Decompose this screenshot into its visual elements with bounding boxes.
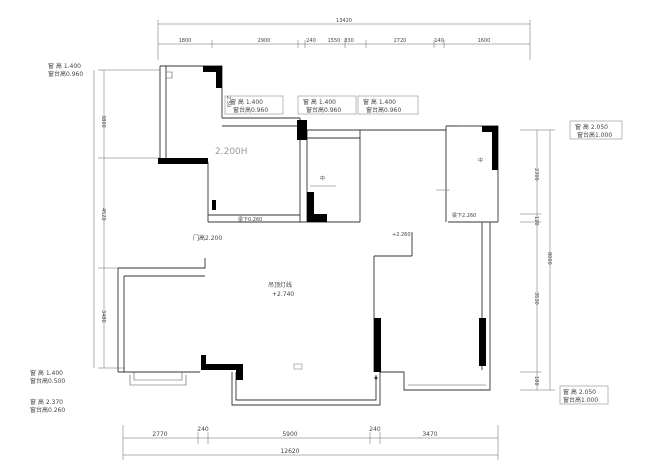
ceiling-height-label: 2.200H: [215, 147, 248, 157]
window-note-box: [297, 95, 357, 115]
top-dim-3: 240: [306, 38, 316, 44]
right-dim-3: 3530: [533, 292, 539, 305]
window-note-box: [224, 95, 284, 115]
bottom-dim-2: 240: [197, 426, 209, 433]
top-dim-2: 2900: [258, 38, 271, 44]
bottom-dim-4: 240: [369, 426, 381, 433]
left-dim-1: 3800: [100, 115, 106, 128]
beam-label: 梁下0.260: [238, 216, 262, 223]
window-note-height: 窗 高 1.400: [363, 98, 396, 106]
bottom-dim-1: 2770: [152, 431, 167, 438]
structural-columns: [158, 66, 498, 380]
top-dimension-lines: 13420 1800 2900 240 1550 830 2720 140 16…: [157, 18, 531, 60]
window-note-box: [357, 95, 419, 115]
window-note-height: 窗 高 1.400: [230, 98, 263, 106]
top-dim-6: 2720: [394, 38, 407, 44]
room-center-mark: 中: [320, 175, 325, 182]
window-note-height: 窗 高 2.050: [575, 123, 608, 131]
detail-marks: [310, 185, 450, 380]
window-note-height: 窗 高 1.400: [48, 62, 81, 70]
top-dim-1: 1800: [179, 38, 192, 44]
window-note-sill: 窗台高0.960: [306, 106, 341, 114]
door-height-label: 门高2.200: [193, 234, 222, 242]
left-dim-2: 4520: [100, 208, 106, 221]
floor-fixture: [293, 363, 303, 370]
left-dim-3: 3480: [100, 310, 106, 323]
top-dim-4: 1550: [328, 38, 341, 44]
right-dim-1: 2300: [533, 168, 539, 181]
living-level-label: +2.740: [272, 291, 294, 298]
window-note-sill: 窗台高1.000: [577, 131, 612, 139]
room-center-mark: 中: [478, 157, 483, 164]
living-room-label: 吊顶灯线: [268, 281, 292, 289]
top-dim-7: 140: [434, 38, 444, 44]
small-dim-label: 2.50: [225, 96, 231, 107]
window-note-sill: 窗台高0.960: [48, 70, 83, 78]
top-dim-8: 1600: [478, 38, 491, 44]
bottom-dimension-lines: 2770 240 5900 240 3470 12620: [122, 425, 499, 460]
right-dim-5: 180: [533, 376, 539, 386]
top-dim-5: 830: [344, 38, 354, 44]
top-overall-dimension: 13420: [336, 18, 352, 24]
walls: [117, 65, 499, 406]
beam-label: 梁下2.260: [452, 212, 476, 219]
window-notes: 窗 高 1.400 窗台高0.960 窗 高 1.400 窗台高0.960 窗 …: [30, 62, 623, 414]
window-note-sill: 窗台高0.500: [30, 377, 65, 385]
window-note-sill: 窗台高0.260: [30, 406, 65, 414]
right-dim-2: 120: [533, 216, 539, 226]
right-dimension-lines: 2300 120 3530 8000 180: [520, 129, 555, 391]
window-note-box: [569, 120, 623, 140]
window-note-sill: 窗台高1.000: [563, 396, 598, 404]
window-note-height: 窗 高 1.400: [30, 369, 63, 377]
bottom-dim-3: 5900: [282, 431, 297, 438]
beam-level-label: +2.260: [392, 232, 411, 238]
window-note-box: [559, 385, 609, 405]
window-note-sill: 窗台高0.960: [233, 106, 268, 114]
bottom-overall-dimension: 12620: [280, 448, 299, 455]
window-note-sill: 窗台高0.960: [366, 106, 401, 114]
room-labels: 2.200H 吊顶灯线 +2.740 门高2.200 梁下0.260 +2.26…: [193, 96, 483, 298]
window-note-height: 窗 高 2.370: [30, 398, 63, 406]
window-note-height: 窗 高 2.050: [563, 388, 596, 396]
bottom-dim-5: 3470: [422, 431, 437, 438]
left-dimension-lines: 3800 4520 3480: [93, 69, 160, 369]
window-note-height: 窗 高 1.400: [303, 98, 336, 106]
right-dim-4: 8000: [546, 252, 552, 265]
